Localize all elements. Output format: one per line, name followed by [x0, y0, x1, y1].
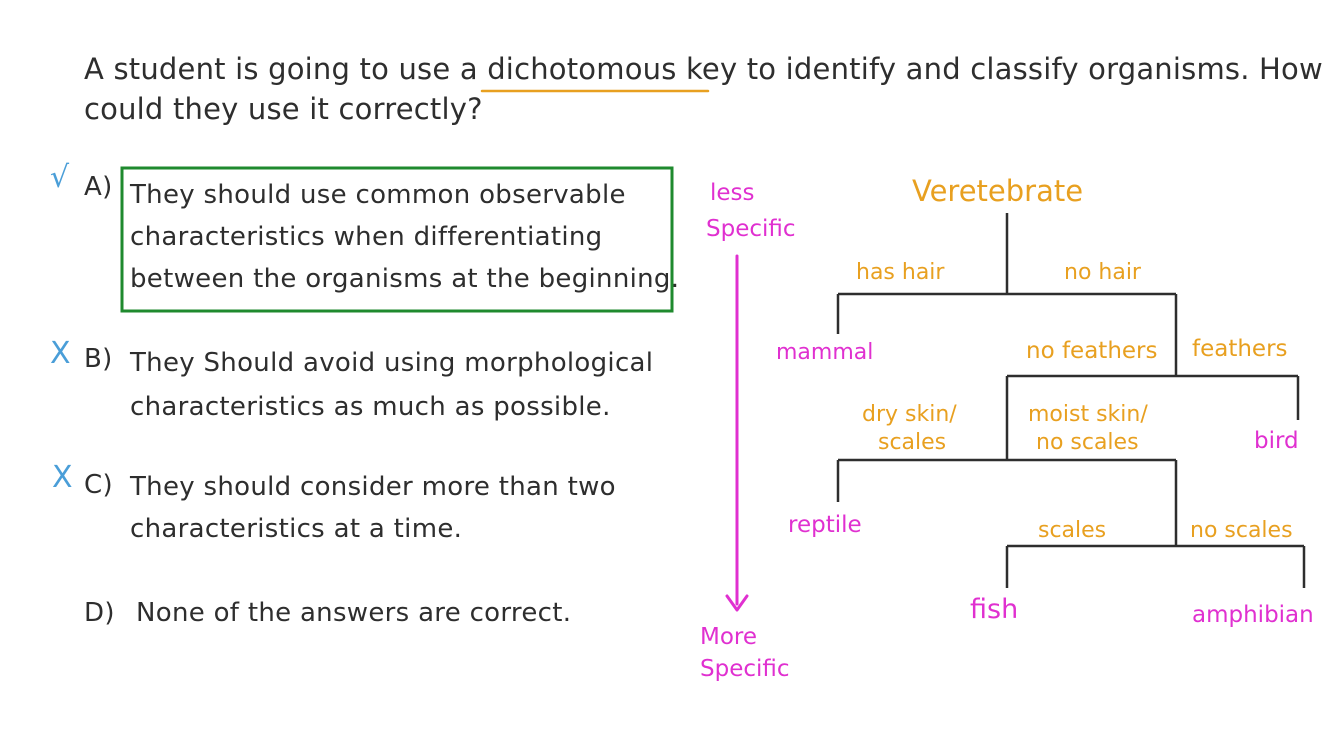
- option-a-line-2: characteristics when differentiating: [130, 222, 603, 252]
- more-label: More: [700, 624, 758, 650]
- question-line-2: could they use it correctly?: [84, 92, 483, 126]
- option-b-letter[interactable]: B): [84, 344, 113, 374]
- option-a-letter[interactable]: A): [84, 172, 113, 202]
- option-c-line-1: They should consider more than two: [130, 472, 616, 502]
- option-b-line-1: They Should avoid using morphological: [130, 348, 654, 378]
- option-d-line-1: None of the answers are correct.: [136, 598, 572, 628]
- option-a-line-3: between the organisms at the beginning.: [130, 264, 680, 294]
- less-specific-label: Specific: [706, 216, 796, 242]
- leaf-bird: bird: [1254, 428, 1299, 454]
- option-b-line-2: characteristics as much as possible.: [130, 392, 611, 422]
- dichotomous-key-term: dichotomous key: [487, 52, 738, 86]
- label-has-hair: has hair: [856, 260, 945, 285]
- question-line-1: A student is going to use a dichotomous …: [84, 52, 1323, 86]
- leaf-mammal: mammal: [776, 340, 874, 365]
- cross-mark-b: X: [50, 336, 71, 371]
- label-dry-scales: scales: [878, 430, 947, 455]
- option-a-line-1: They should use common observable: [130, 180, 626, 210]
- label-scales: scales: [1038, 518, 1107, 543]
- option-c-letter[interactable]: C): [84, 470, 113, 500]
- label-feathers: feathers: [1192, 336, 1288, 362]
- label-dry-skin: dry skin/: [862, 402, 957, 427]
- label-no-scales: no scales: [1190, 518, 1293, 543]
- leaf-fish: fish: [970, 594, 1019, 625]
- label-no-hair: no hair: [1064, 260, 1141, 285]
- label-no-feathers: no feathers: [1026, 338, 1158, 364]
- leaf-amphibian: amphibian: [1192, 602, 1314, 628]
- label-moist-no-scales: no scales: [1036, 430, 1139, 455]
- leaf-reptile: reptile: [788, 512, 862, 538]
- more-specific-label: Specific: [700, 656, 790, 682]
- root-vertebrate: Veretebrate: [912, 174, 1084, 208]
- specificity-arrow-head: [725, 594, 749, 612]
- option-d-letter[interactable]: D): [84, 598, 115, 628]
- question-text-a: A student is going to use a: [84, 52, 488, 86]
- label-moist-skin: moist skin/: [1028, 402, 1148, 427]
- question-text-b: to identify and classify organisms. How: [737, 52, 1323, 86]
- option-c-line-2: characteristics at a time.: [130, 514, 463, 544]
- tick-mark-a: √: [50, 160, 70, 195]
- less-label: less: [710, 180, 755, 206]
- cross-mark-c: X: [52, 460, 73, 495]
